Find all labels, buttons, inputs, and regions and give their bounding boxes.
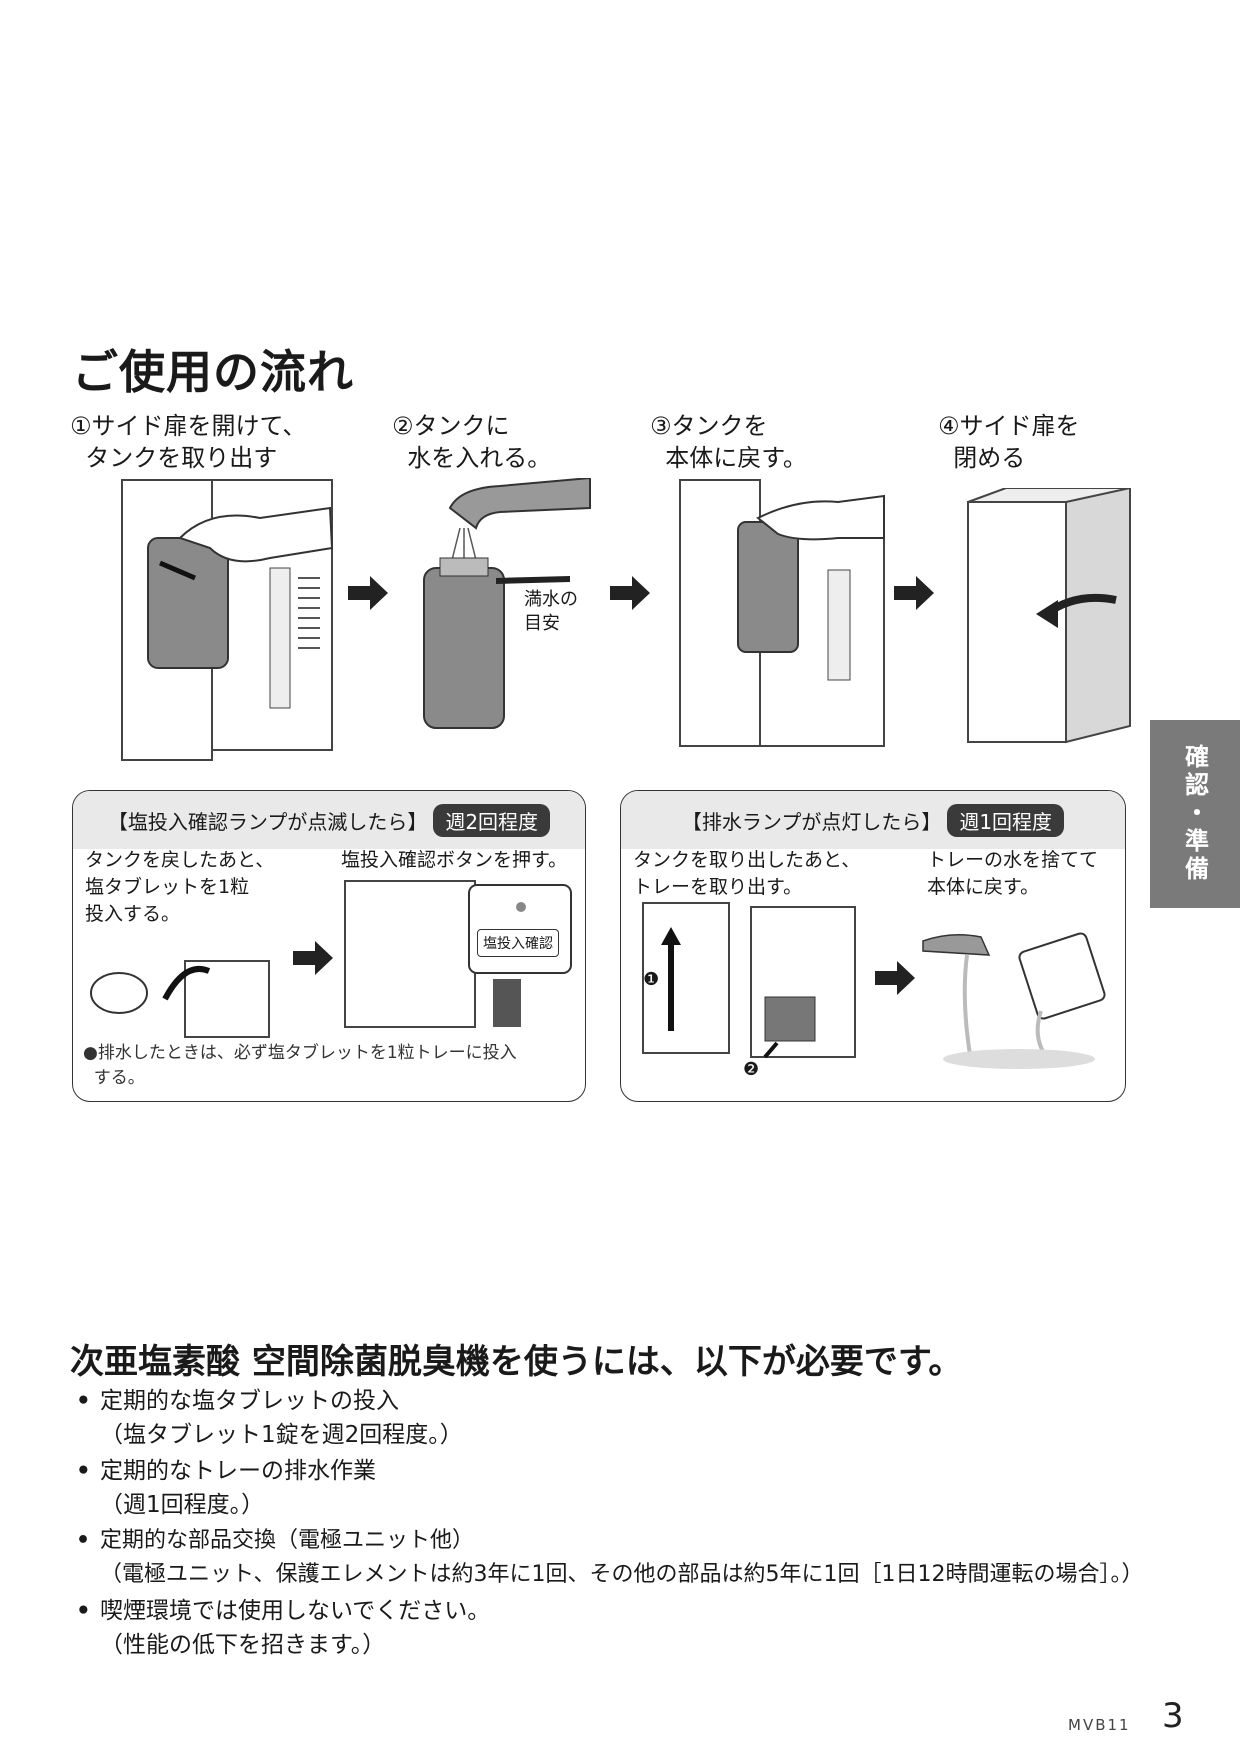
salt-insert-illustration: [90, 960, 270, 1038]
step-1-illustration: [121, 479, 334, 761]
section-tab: 確認・準備: [1150, 720, 1240, 908]
page-number: 3: [1162, 1696, 1184, 1736]
frequency-badge: 週1回程度: [947, 803, 1065, 837]
step-1-label: ①サイド扉を開けて、 タンクを取り出す: [70, 412, 307, 472]
bullet-icon: •: [76, 1458, 91, 1484]
requirement-sub: （週1回程度。）: [100, 1492, 265, 1518]
salt-note: ●排水したときは、必ず塩タブレットを1粒トレーに投入 する。: [83, 1043, 517, 1088]
step-3-label: ③タンクを 本体に戻す。: [650, 412, 807, 472]
drain-box: 【排水ランプが点灯したら】 週1回程度 タンクを取り出したあと、 トレーを取り出…: [620, 790, 1126, 1102]
arrow-right-icon: [875, 961, 915, 995]
frequency-badge: 週2回程度: [433, 803, 551, 837]
step-4-label: ④サイド扉を 閉める: [938, 412, 1080, 472]
drain-tray-illustration: [642, 902, 856, 1059]
salt-box-title: 【塩投入確認ランプが点滅したら】: [107, 809, 428, 834]
requirement-main: 喫煙環境では使用しないでください。: [100, 1598, 491, 1624]
step-marker-2: ❷: [743, 1059, 760, 1080]
requirement-item: • 定期的なトレーの排水作業 （週1回程度。）: [76, 1454, 376, 1522]
fill-level-label: 満水の 目安: [524, 589, 578, 634]
drain-step-text-1: タンクを取り出したあと、 トレーを取り出す。: [633, 849, 861, 898]
step-marker-1: ❶: [643, 969, 660, 990]
bullet-icon: •: [76, 1388, 91, 1414]
salt-step-text-1: タンクを戻したあと、 塩タブレットを1粒 投入する。: [85, 849, 275, 925]
requirement-sub: （塩タブレット1錠を週2回程度。）: [100, 1422, 463, 1448]
bullet-icon: •: [76, 1598, 91, 1624]
requirement-item: • 喫煙環境では使用しないでください。 （性能の低下を招きます。）: [76, 1594, 490, 1662]
requirement-item: • 定期的な塩タブレットの投入 （塩タブレット1錠を週2回程度。）: [76, 1384, 463, 1452]
step-2-illustration: [423, 478, 591, 729]
requirements-heading: 次亜塩素酸 空間除菌脱臭機を使うには、以下が必要です。: [70, 1342, 963, 1382]
salt-box-header: 【塩投入確認ランプが点滅したら】 週2回程度: [73, 791, 585, 849]
drain-box-header: 【排水ランプが点灯したら】 週1回程度: [621, 791, 1125, 849]
requirement-sub: （電極ユニット、保護エレメントは約3年に1回、その他の部品は約5年に1回［1日1…: [100, 1562, 1144, 1587]
pour-water-illustration: [922, 932, 1106, 1069]
bullet-icon: •: [76, 1528, 91, 1553]
requirement-item: • 定期的な部品交換（電極ユニット他） （電極ユニット、保護エレメントは約3年に1…: [76, 1524, 1144, 1592]
requirement-main: 定期的な塩タブレットの投入: [100, 1388, 399, 1414]
step-4-illustration: [967, 488, 1131, 744]
page-title: ご使用の流れ: [72, 345, 354, 399]
model-number: MVB11: [1068, 1716, 1131, 1734]
step-2-label: ②タンクに 水を入れる。: [392, 412, 552, 472]
requirement-main: 定期的な部品交換（電極ユニット他）: [100, 1528, 475, 1553]
salt-tablet-box: 【塩投入確認ランプが点滅したら】 週2回程度 タンクを戻したあと、 塩タブレット…: [72, 790, 586, 1102]
requirement-main: 定期的なトレーの排水作業: [100, 1458, 376, 1484]
drain-step-text-2: トレーの水を捨てて 本体に戻す。: [927, 849, 1099, 898]
salt-step-text-2: 塩投入確認ボタンを押す。: [341, 849, 568, 871]
salt-confirm-button-label: 塩投入確認: [477, 929, 559, 957]
requirement-sub: （性能の低下を招きます。）: [100, 1632, 386, 1658]
arrow-right-icon: [293, 941, 333, 975]
arrow-right-icon: [610, 576, 650, 610]
drain-box-title: 【排水ランプが点灯したら】: [681, 809, 942, 834]
step-3-illustration: [679, 479, 885, 747]
arrow-right-icon: [348, 576, 388, 610]
arrow-right-icon: [894, 576, 934, 610]
